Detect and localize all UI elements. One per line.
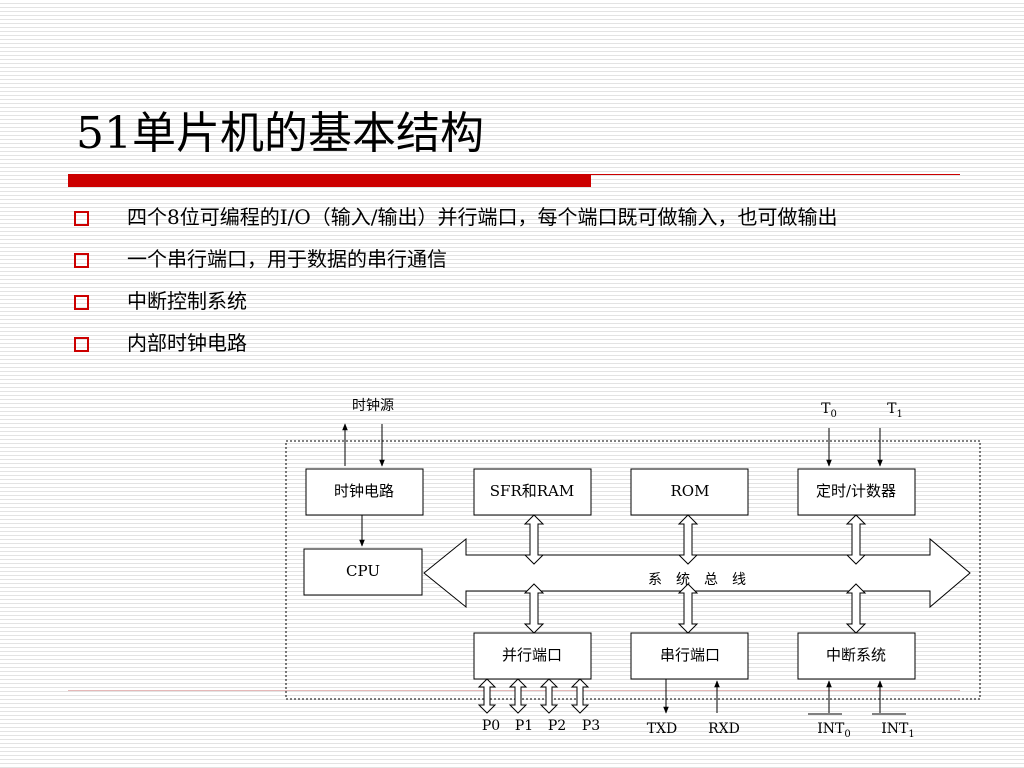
timer-counter-label: 定时/计数器 [816,482,896,500]
port-p3-label: P3 [582,718,600,734]
bullet-text: 中断控制系统 [127,289,247,313]
interrupt-system-block [797,632,916,680]
square-bullet-icon [74,211,89,226]
int1-label: INT1 [881,721,915,740]
interrupt-system-label: 中断系统 [826,646,886,664]
serial-port-label: 串行端口 [660,646,720,664]
clock-circuit-label: 时钟电路 [334,482,394,500]
rom-bus-connector [677,514,699,565]
rom-block [630,468,749,516]
system-bus-label: 系 统 总 线 [648,572,746,588]
sfr-ram-label: SFR和RAM [490,482,574,500]
square-bullet-icon [74,337,89,352]
txd-label: TXD [647,721,678,737]
port-p2-label: P2 [548,718,566,734]
cpu-label: CPU [346,562,380,580]
parallel-port-block [473,632,592,680]
rxd-label: RXD [708,721,740,737]
interrupt-bus-connector [845,583,867,634]
port-p1-label: P1 [515,718,533,734]
bullet-item: 四个8位可编程的I/O（输入/输出）并行端口，每个端口既可做输入，也可做输出 [74,202,954,232]
square-bullet-icon [74,295,89,310]
parallel-port-label: 并行端口 [502,646,562,664]
bullet-list: 四个8位可编程的I/O（输入/输出）并行端口，每个端口既可做输入，也可做输出 一… [74,202,954,370]
bullet-text: 四个8位可编程的I/O（输入/输出）并行端口，每个端口既可做输入，也可做输出 [127,205,838,229]
title-accent-bar [68,174,591,187]
timer-bus-connector [845,514,867,565]
timer-counter-block [797,468,916,516]
parallel-bus-connector [523,583,545,634]
system-bus-arrow [423,537,971,609]
serial-port-block [630,632,749,680]
bullet-text: 一个串行端口，用于数据的串行通信 [127,247,447,271]
timer-input-t0: T0 [821,401,837,420]
square-bullet-icon [74,253,89,268]
bullet-item: 中断控制系统 [74,286,954,316]
serial-bus-connector [677,583,699,634]
sfr-bus-connector [523,514,545,565]
rom-label: ROM [671,482,710,500]
footer-rule [68,690,960,691]
clock-circuit-block [305,468,424,516]
clock-source-label: 时钟源 [352,397,394,414]
title-underline [591,174,960,175]
port-p0-label: P0 [482,718,500,734]
slide-title: 51单片机的基本结构 [76,108,484,159]
p2-port-arrow [539,678,559,714]
p3-port-arrow [570,678,590,714]
p1-port-arrow [508,678,528,714]
bullet-item: 一个串行端口，用于数据的串行通信 [74,244,954,274]
p0-port-arrow [477,678,497,714]
timer-input-t1: T1 [887,401,903,420]
int0-label: INT0 [817,721,851,740]
bullet-item: 内部时钟电路 [74,328,954,358]
cpu-block [303,548,423,596]
bullet-text: 内部时钟电路 [127,331,247,355]
sfr-ram-block [473,468,592,516]
